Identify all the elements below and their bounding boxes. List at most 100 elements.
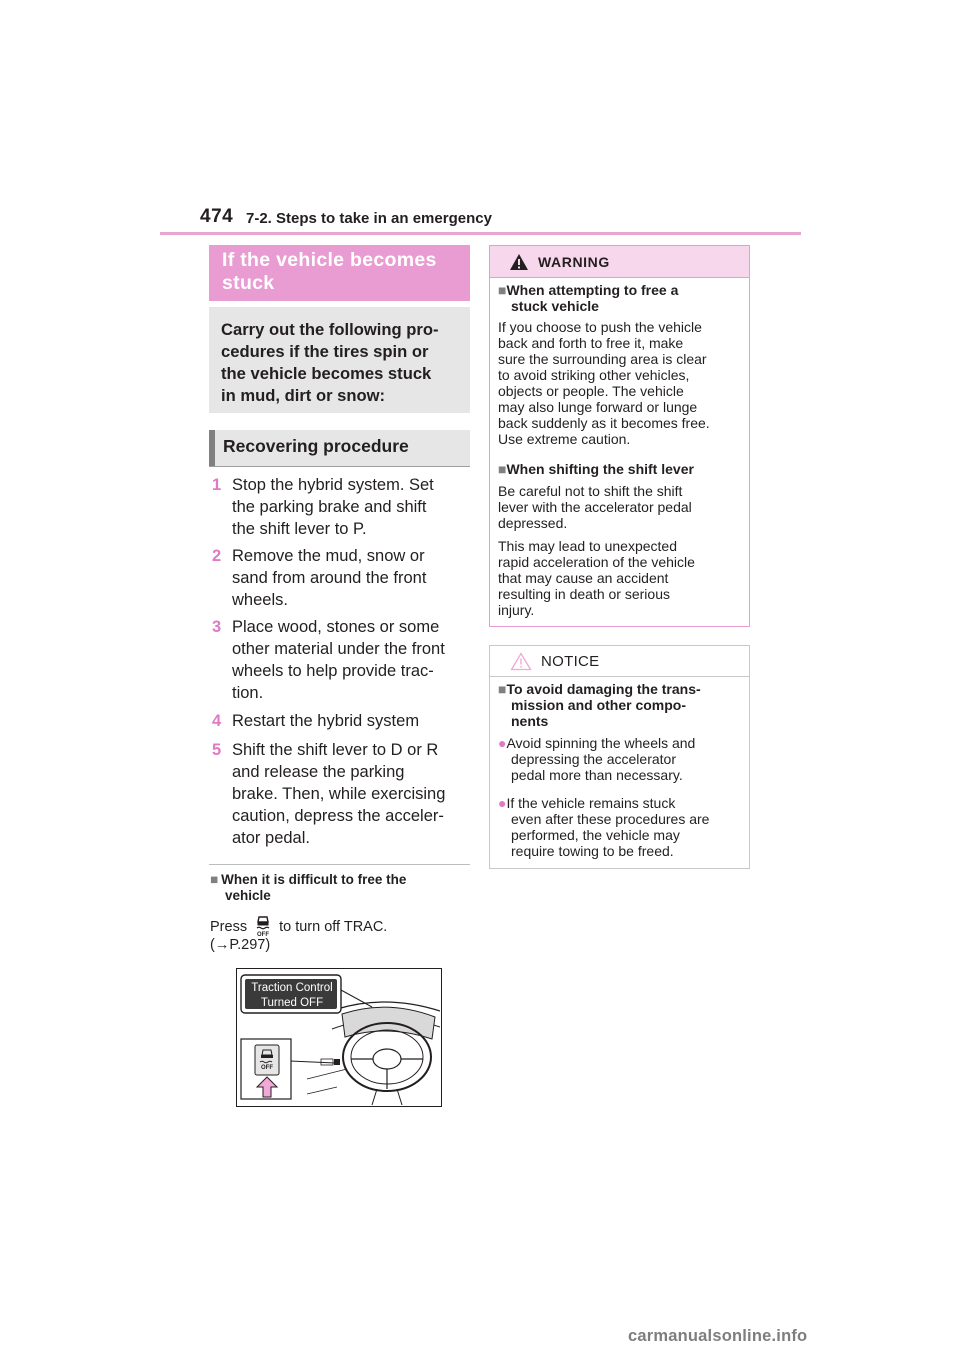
divider <box>209 864 470 865</box>
page-number: 474 <box>200 206 234 227</box>
intro-text: Carry out the following pro- cedures if … <box>209 307 470 407</box>
para-line: that may cause an accident <box>498 570 669 586</box>
step-number: 2 <box>212 547 222 565</box>
step-number: 5 <box>212 741 222 759</box>
subheading-line: When attempting to free a <box>506 282 679 298</box>
step-2: 2 Remove the mud, snow or sand from arou… <box>212 545 470 611</box>
step-text: Place wood, stones or some other materia… <box>212 616 470 704</box>
step-line: Stop the hybrid system. Set <box>232 476 434 494</box>
step-line: other material under the front <box>232 640 445 658</box>
step-text: Restart the hybrid system <box>212 710 470 732</box>
step-line: tion. <box>232 684 264 702</box>
step-text: Remove the mud, snow or sand from around… <box>212 545 470 611</box>
display-text-line2: Turned OFF <box>260 997 324 1009</box>
step-line: wheels to help provide trac- <box>232 662 434 680</box>
step-number: 1 <box>212 476 222 494</box>
step-line: caution, depress the acceler- <box>232 807 444 825</box>
step-text: Shift the shift lever to D or R and rele… <box>212 739 470 849</box>
warning-header: WARNING <box>490 246 749 278</box>
square-marker: ■ <box>498 461 507 477</box>
bullet-line: performed, the vehicle may <box>511 827 680 843</box>
step-1: 1 Stop the hybrid system. Set the parkin… <box>212 474 470 540</box>
section-title: 7-2. Steps to take in an emergency <box>246 210 492 227</box>
step-line: and release the parking <box>232 763 405 781</box>
subheading-line: To avoid damaging the trans- <box>506 681 701 697</box>
para-line: may also lunge forward or lunge <box>498 399 698 415</box>
page-reference[interactable]: (→P.297) <box>210 937 271 953</box>
press-text: Press <box>210 919 248 935</box>
para-line: to avoid striking other vehicles, <box>498 367 690 383</box>
bullet-line: If the vehicle remains stuck <box>506 795 676 811</box>
press-text-after: to turn off TRAC. <box>279 919 388 935</box>
header-rule <box>160 232 801 235</box>
step-number: 3 <box>212 618 222 636</box>
para-line: Be careful not to shift the shift <box>498 483 683 499</box>
step-line: brake. Then, while exercising <box>232 785 446 803</box>
step-4: 4 Restart the hybrid system <box>212 710 470 732</box>
para-line: rapid acceleration of the vehicle <box>498 554 695 570</box>
bullet-marker: ● <box>498 735 507 751</box>
step-line: Restart the hybrid system <box>232 712 420 730</box>
step-3: 3 Place wood, stones or some other mater… <box>212 616 470 704</box>
intro-line: in mud, dirt or snow: <box>221 386 386 405</box>
recovering-heading: Recovering procedure <box>223 436 409 456</box>
trac-off-illustration: Traction Control Turned OFF OFF <box>236 968 442 1107</box>
notice-subheading: ■To avoid damaging the trans-mission and… <box>498 681 743 729</box>
warning-triangle-icon <box>509 253 529 271</box>
step-line: the parking brake and shift <box>232 498 427 516</box>
step-line: sand from around the front <box>232 569 427 587</box>
subheading-line: nents <box>511 713 549 729</box>
step-number: 4 <box>212 712 222 730</box>
square-marker: ■ <box>498 681 507 697</box>
warning-subheading: ■When shifting the shift lever <box>498 461 743 477</box>
switch-off-label: OFF <box>261 1065 273 1071</box>
para-line: lever with the accelerator pedal <box>498 499 692 515</box>
step-line: Place wood, stones or some <box>232 618 440 636</box>
topic-title: If the vehicle becomes stuck <box>222 249 437 294</box>
square-marker: ■ <box>498 282 507 298</box>
para-line: sure the surrounding area is clear <box>498 351 707 367</box>
para-line: back suddenly as it becomes free. <box>498 415 710 431</box>
warning-paragraph: Be careful not to shift the shift lever … <box>498 483 743 531</box>
topic-title-box: If the vehicle becomes stuck <box>209 245 470 301</box>
para-line: This may lead to unexpected <box>498 538 677 554</box>
para-line: resulting in death or serious <box>498 586 670 602</box>
svg-text:OFF: OFF <box>257 932 269 937</box>
bullet-line: depressing the accelerator <box>511 751 676 767</box>
para-line: If you choose to push the vehicle <box>498 319 702 335</box>
bullet-line: even after these procedures are <box>511 811 710 827</box>
notice-header: NOTICE <box>490 646 749 677</box>
watermark[interactable]: carmanualsonline.info <box>628 1327 808 1345</box>
step-line: ator pedal. <box>232 829 310 847</box>
step-line: the shift lever to P. <box>232 520 367 538</box>
difficult-heading-line: When it is difficult to free the <box>221 872 407 887</box>
bullet-marker: ● <box>498 795 507 811</box>
step-text: Stop the hybrid system. Set the parking … <box>212 474 470 540</box>
warning-paragraph: If you choose to push the vehicle back a… <box>498 319 743 447</box>
subheading-line: stuck vehicle <box>511 298 599 314</box>
intro-line: the vehicle becomes stuck <box>221 364 432 383</box>
notice-box: NOTICE ■To avoid damaging the trans-miss… <box>489 645 750 869</box>
intro-line: cedures if the tires spin or <box>221 342 429 361</box>
bullet-line: pedal more than necessary. <box>511 767 683 783</box>
notice-label: NOTICE <box>541 653 600 670</box>
intro-line: Carry out the following pro- <box>221 320 439 339</box>
display-text-line1: Traction Control <box>251 982 333 994</box>
step-line: Remove the mud, snow or <box>232 547 425 565</box>
subheading-line: mission and other compo- <box>511 697 687 713</box>
para-line: depressed. <box>498 515 568 531</box>
warning-paragraph: This may lead to unexpected rapid accele… <box>498 538 743 618</box>
recovering-heading-box: Recovering procedure <box>209 430 470 467</box>
subheading-line: When shifting the shift lever <box>506 461 694 477</box>
intro-box: Carry out the following pro- cedures if … <box>209 307 470 413</box>
trac-off-icon: OFF <box>252 915 274 938</box>
step-line: wheels. <box>232 591 288 609</box>
caution-triangle-icon <box>510 652 532 671</box>
para-line: back and forth to free it, make <box>498 335 684 351</box>
para-line: Use extreme caution. <box>498 431 631 447</box>
